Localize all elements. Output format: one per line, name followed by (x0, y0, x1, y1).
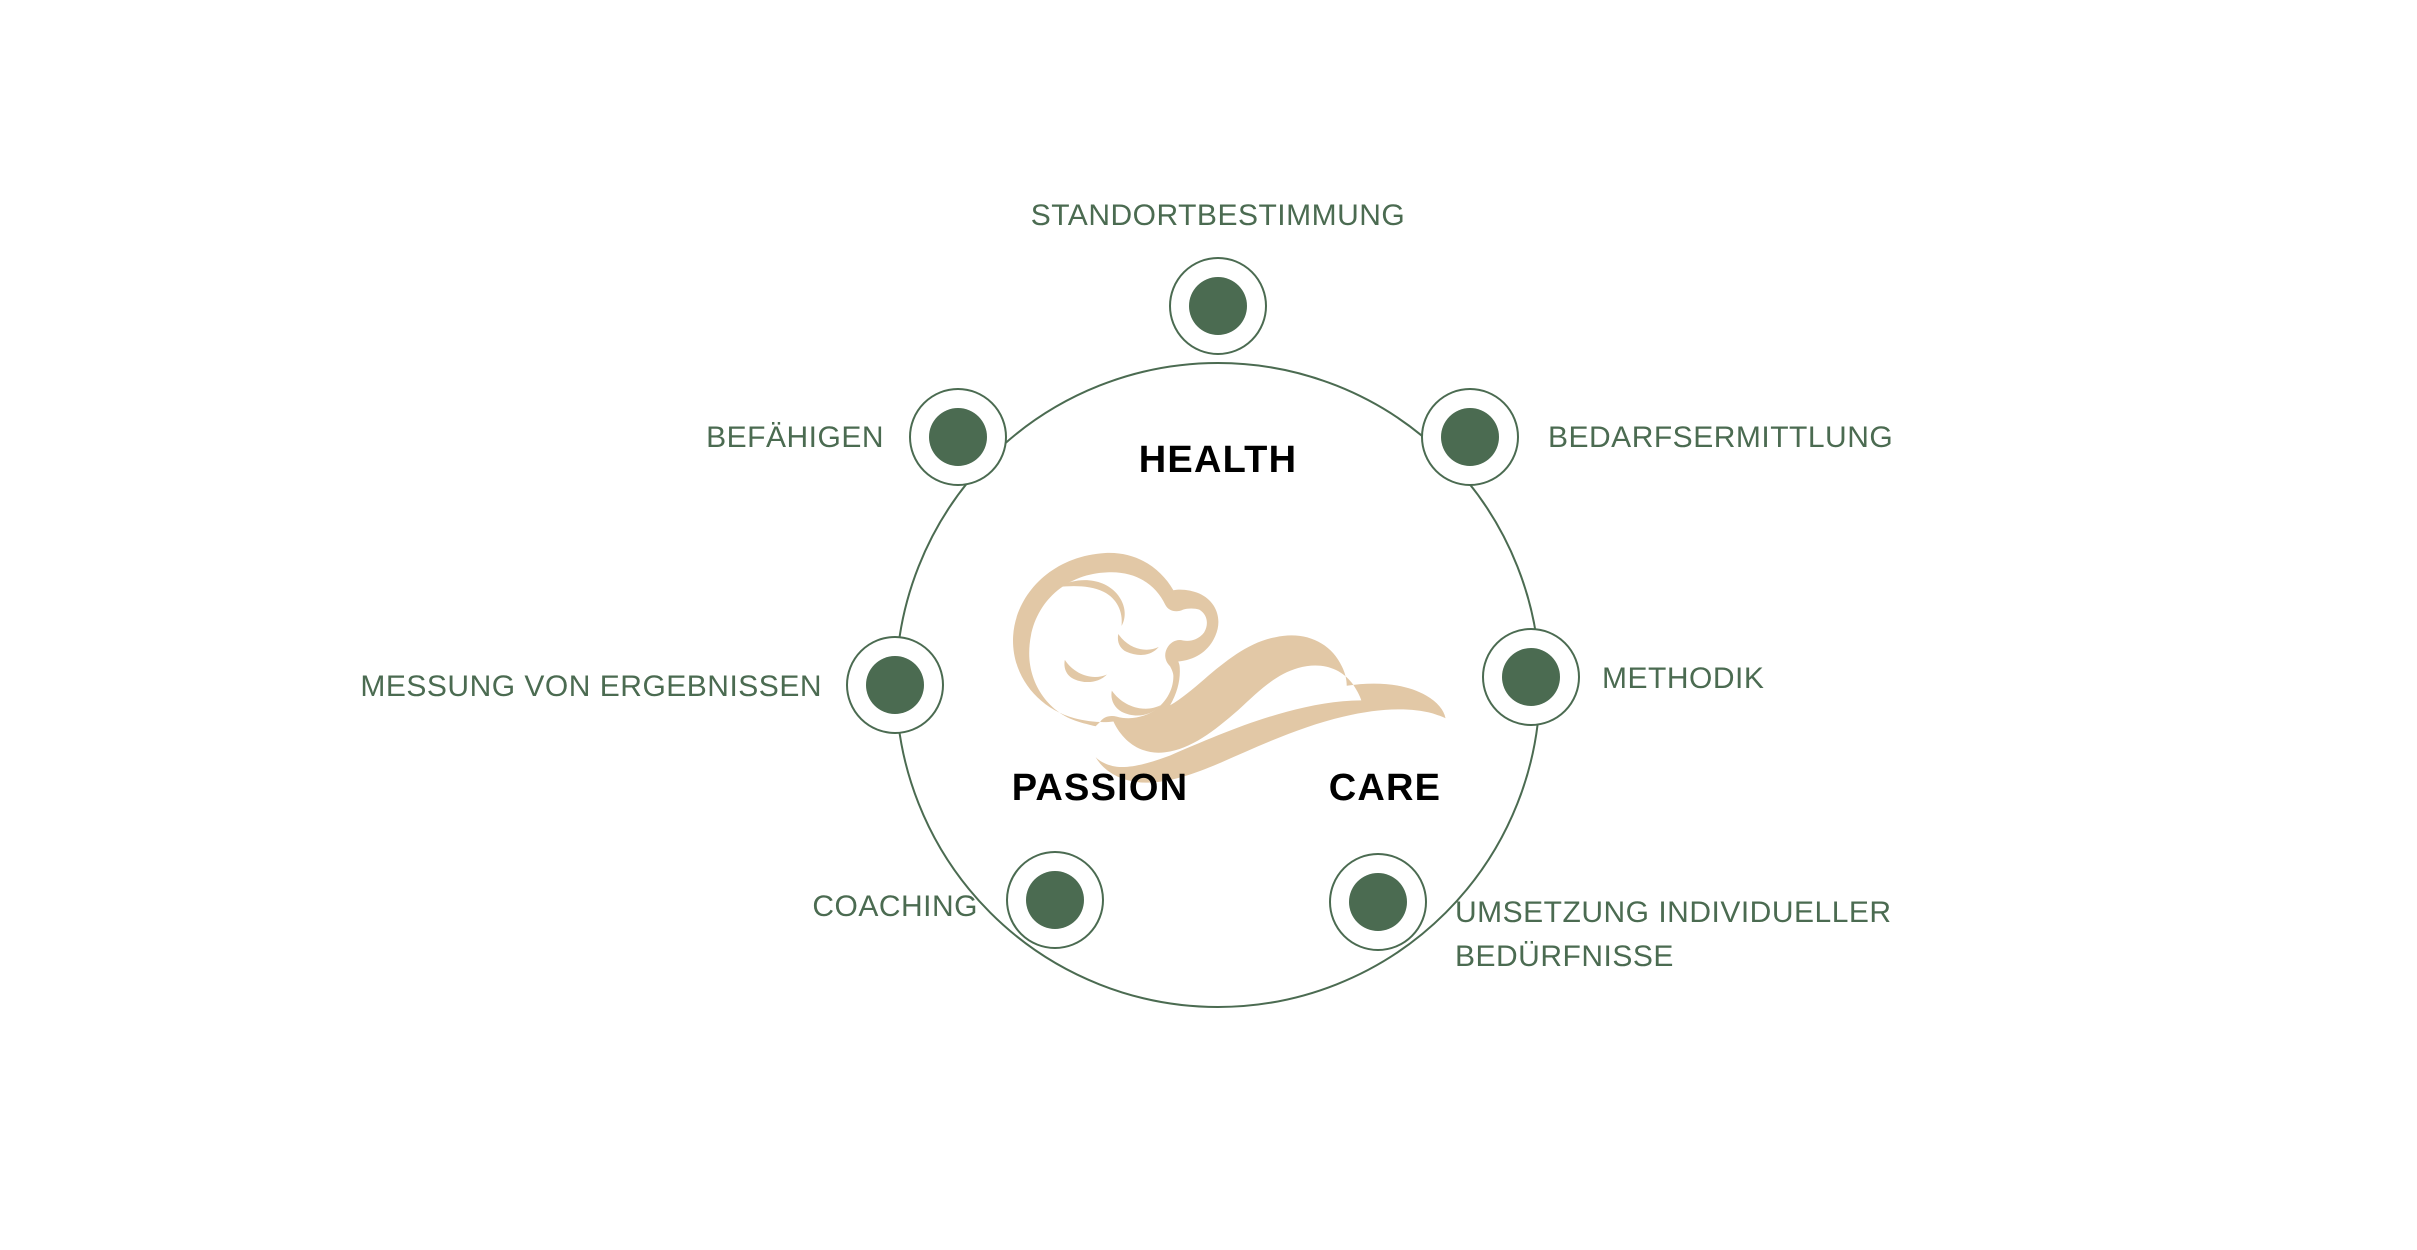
node-label-methodik: METHODIK (1602, 662, 1764, 695)
node-dot (1441, 408, 1499, 466)
node-standortbestimmung[interactable]: STANDORTBESTIMMUNG (1031, 199, 1406, 355)
node-bedarfsermittlung[interactable]: BEDARFSERMITTLUNG (1421, 388, 1893, 486)
node-dot (929, 408, 987, 466)
sleeping-baby-logo (1013, 552, 1446, 783)
center-word-health: HEALTH (1139, 439, 1297, 481)
node-dot (866, 656, 924, 714)
node-dot (1502, 648, 1560, 706)
node-dot (1349, 873, 1407, 931)
node-befaehigen[interactable]: BEFÄHIGEN (706, 388, 1007, 486)
node-label-umsetzung-line1: UMSETZUNG INDIVIDUELLER (1455, 896, 1892, 929)
node-dot (1189, 277, 1247, 335)
node-dot (1026, 871, 1084, 929)
node-label-bedarfsermittlung: BEDARFSERMITTLUNG (1548, 421, 1893, 454)
node-coaching[interactable]: COACHING (812, 851, 1104, 949)
node-label-coaching: COACHING (812, 890, 978, 923)
node-methodik[interactable]: METHODIK (1482, 628, 1764, 726)
node-umsetzung-individueller-beduerfnisse[interactable]: UMSETZUNG INDIVIDUELLER BEDÜRFNISSE (1329, 853, 1892, 973)
center-word-care: CARE (1329, 767, 1441, 809)
node-label-umsetzung-line2: BEDÜRFNISSE (1455, 940, 1674, 973)
node-messung-von-ergebnissen[interactable]: MESSUNG VON ERGEBNISSEN (360, 636, 944, 734)
center-word-passion: PASSION (1012, 767, 1189, 809)
node-label-standortbestimmung: STANDORTBESTIMMUNG (1031, 199, 1406, 232)
node-label-messung-von-ergebnissen: MESSUNG VON ERGEBNISSEN (360, 670, 822, 703)
node-label-befaehigen: BEFÄHIGEN (706, 421, 884, 454)
